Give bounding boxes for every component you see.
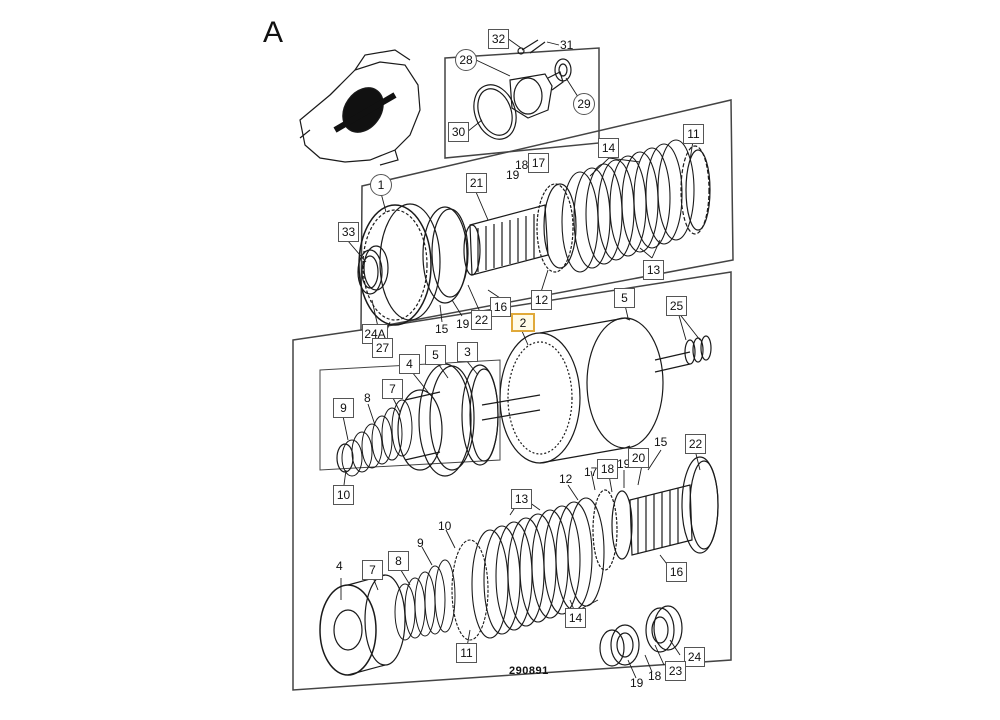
main-assembly-frame (360, 99, 734, 331)
callout-29[interactable]: 29 (573, 93, 595, 115)
lower-assembly-frame (292, 271, 732, 691)
callout-22-lower[interactable]: 22 (685, 434, 706, 454)
callout-13-lower[interactable]: 13 (511, 489, 532, 509)
section-letter: A (263, 16, 284, 49)
callout-9-lower[interactable]: 9 (417, 536, 424, 550)
callout-31[interactable]: 31 (560, 38, 574, 52)
callout-13-upper[interactable]: 13 (643, 260, 664, 280)
callout-4-mid[interactable]: 4 (399, 354, 420, 374)
gearbox-silhouette (299, 49, 421, 166)
callout-19-lower[interactable]: 19 (617, 457, 631, 471)
callout-18-upper[interactable]: 18 (515, 158, 529, 172)
callout-33[interactable]: 33 (338, 222, 359, 242)
callout-8-lower[interactable]: 8 (388, 551, 409, 571)
callout-19-mid[interactable]: 19 (456, 317, 470, 331)
callout-32[interactable]: 32 (488, 29, 509, 49)
callout-9-mid[interactable]: 9 (333, 398, 354, 418)
callout-23[interactable]: 23 (665, 661, 686, 681)
callout-25[interactable]: 25 (666, 296, 687, 316)
callout-16-upper[interactable]: 16 (490, 297, 511, 317)
callout-4-lower[interactable]: 4 (336, 559, 343, 573)
callout-3[interactable]: 3 (457, 342, 478, 362)
callout-21[interactable]: 21 (466, 173, 487, 193)
callout-15-lower[interactable]: 15 (654, 435, 668, 449)
callout-27[interactable]: 27 (372, 338, 393, 358)
callout-17-upper[interactable]: 17 (528, 153, 549, 173)
callout-1[interactable]: 1 (370, 174, 392, 196)
drawing-number: 290891 (509, 665, 549, 677)
callout-15-upper[interactable]: 15 (435, 322, 449, 336)
callout-12-lower[interactable]: 12 (559, 472, 573, 486)
callout-11-lower[interactable]: 11 (456, 643, 477, 663)
callout-2[interactable]: 2 (511, 313, 535, 332)
callout-16-lower[interactable]: 16 (666, 562, 687, 582)
callout-24[interactable]: 24 (684, 647, 705, 667)
callout-7-lower[interactable]: 7 (362, 560, 383, 580)
callout-14-upper[interactable]: 14 (598, 138, 619, 158)
callout-8-mid[interactable]: 8 (364, 391, 371, 405)
callout-18-lower[interactable]: 18 (597, 459, 618, 479)
upper-clutch-pack (357, 139, 711, 326)
callout-5-drum[interactable]: 5 (614, 288, 635, 308)
callout-17-lower[interactable]: 17 (584, 465, 598, 479)
callout-30[interactable]: 30 (448, 122, 469, 142)
callout-14-lower[interactable]: 14 (565, 608, 586, 628)
callout-28[interactable]: 28 (455, 49, 477, 71)
callout-10-mid[interactable]: 10 (333, 485, 354, 505)
callout-19-bottom[interactable]: 19 (630, 676, 644, 690)
output-flange-assembly (473, 39, 572, 140)
callout-19-upper[interactable]: 19 (506, 168, 520, 182)
callout-7-mid[interactable]: 7 (382, 379, 403, 399)
callout-5-mid[interactable]: 5 (425, 345, 446, 365)
callout-20[interactable]: 20 (628, 448, 649, 468)
callout-10-lower[interactable]: 10 (438, 519, 452, 533)
callout-11-upper[interactable]: 11 (683, 124, 704, 144)
callout-18-bottom[interactable]: 18 (648, 669, 662, 683)
callout-22-upper[interactable]: 22 (471, 310, 492, 330)
callout-12-upper[interactable]: 12 (531, 290, 552, 310)
